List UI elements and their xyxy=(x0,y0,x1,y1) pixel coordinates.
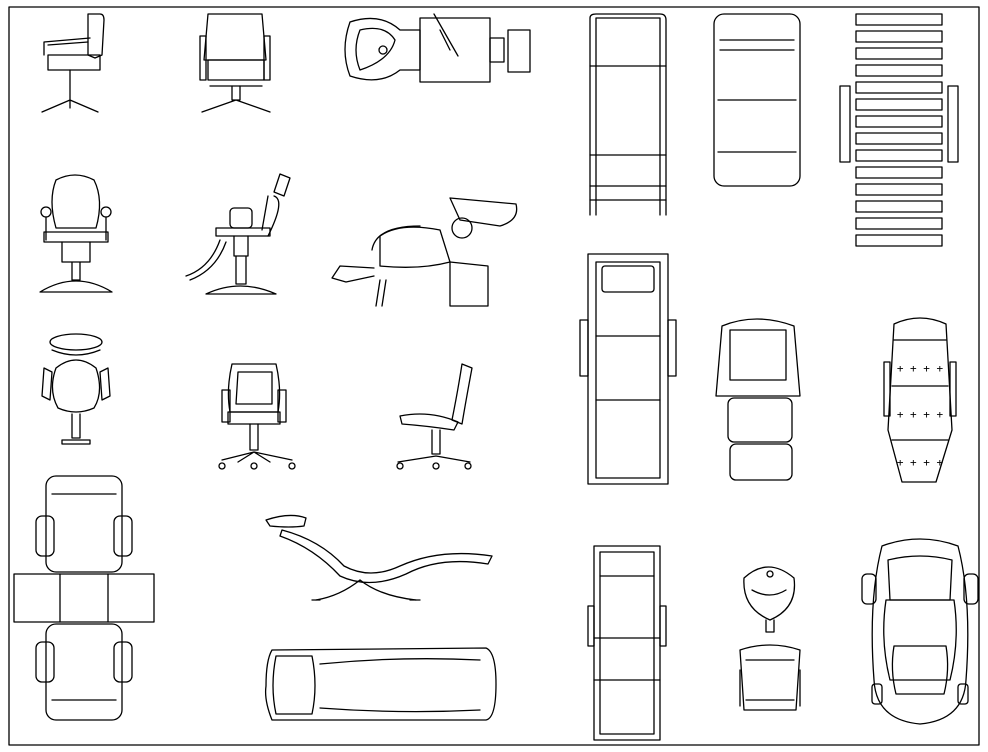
sheet-border xyxy=(8,6,980,746)
chaise-longue-plan-icon xyxy=(264,647,497,721)
barber-chair-top-icon xyxy=(41,333,111,445)
slatted-lounger-plan-icon xyxy=(839,13,959,247)
folding-lounger-plan-icon xyxy=(587,545,667,741)
lounger-plan-icon xyxy=(589,13,667,216)
basin-and-chair-plan-icon xyxy=(739,566,801,711)
tuft-pattern: + + + + xyxy=(897,456,944,469)
salon-chair-side-icon xyxy=(41,13,105,113)
tuft-pattern: + + + + xyxy=(897,408,944,421)
reclining-bed-plan-icon xyxy=(713,13,801,187)
recliner-plan-icon xyxy=(715,318,801,481)
massage-bed-plan-icon: + + + + + + + + + + + + xyxy=(883,317,957,483)
shampoo-basin-plan-icon xyxy=(344,13,531,83)
salon-chair-front-icon xyxy=(199,13,271,113)
armchairs-with-table-plan-icon xyxy=(13,475,155,721)
sun-lounger-plan-icon xyxy=(579,253,677,485)
barber-chair-side-icon xyxy=(185,173,291,295)
office-chair-front-icon xyxy=(218,363,296,470)
barber-chair-front-icon xyxy=(39,174,113,293)
chaise-longue-side-icon xyxy=(265,514,493,601)
car-plan-icon xyxy=(861,538,979,725)
office-chair-side-icon xyxy=(396,363,473,470)
shampoo-chair-side-icon xyxy=(331,197,518,307)
tuft-pattern: + + + + xyxy=(897,362,944,375)
